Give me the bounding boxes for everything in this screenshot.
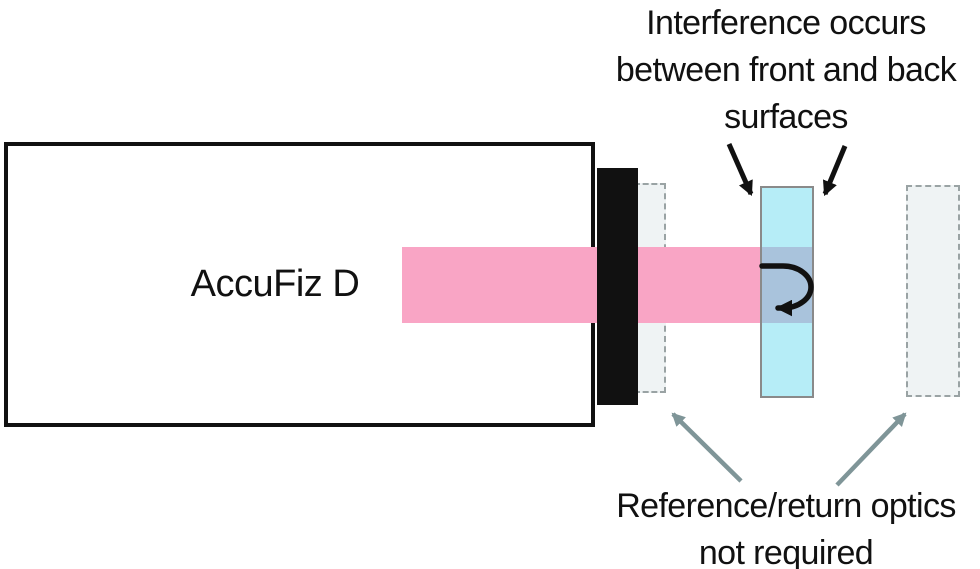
reference-optic-pointer-arrow-icon (671, 412, 743, 483)
return-optic-pointer-arrow-icon (835, 412, 907, 487)
reference-caption-line: not required (698, 534, 874, 569)
beam-inside-optic (762, 247, 812, 323)
reference-caption: Reference/return optics not required (546, 483, 980, 569)
interference-caption: Interference occurs between front and ba… (546, 0, 980, 141)
interference-caption-line: surfaces (724, 98, 848, 136)
output-aperture (597, 168, 638, 405)
interference-caption-line: between front and back (615, 51, 957, 89)
back-surface-arrow-icon (822, 145, 848, 197)
interference-caption-line: Interference occurs (646, 4, 926, 42)
measurement-beam (402, 247, 761, 323)
front-surface-arrow-icon (726, 142, 754, 197)
instrument-label: AccuFiz D (190, 263, 360, 305)
reference-caption-line: Reference/return optics (616, 487, 956, 525)
return-optic-ghost (906, 185, 960, 397)
